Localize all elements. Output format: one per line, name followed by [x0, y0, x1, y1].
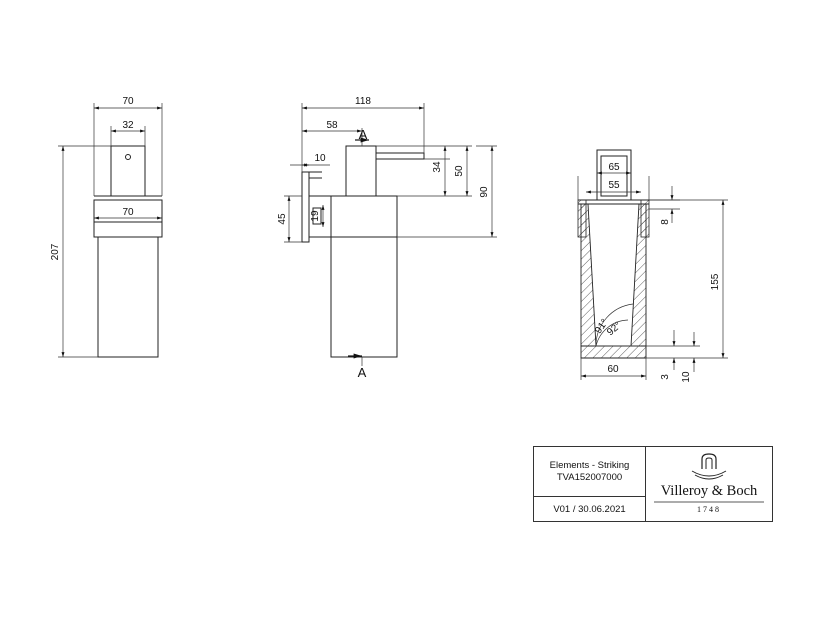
section-wall-left	[580, 203, 597, 347]
dim-section-rim: 8	[660, 219, 671, 225]
brand-block: Villeroy & Boch 1748	[646, 447, 772, 521]
dim-side-head-height: 50	[454, 165, 465, 177]
front-holder-band	[93, 199, 163, 238]
dim-side-bracket-height: 90	[479, 186, 490, 198]
dim-side-nozzle-height: 34	[432, 161, 443, 173]
dim-section-cap-outer: 65	[608, 162, 620, 173]
dim-side-length-total: 118	[355, 96, 371, 107]
section-wall-right	[630, 203, 647, 347]
side-fixing	[312, 207, 322, 225]
dim-side-plate-offset: 19	[310, 210, 321, 222]
front-head-block	[110, 145, 146, 197]
dim-front-width-head: 32	[122, 120, 134, 131]
section-cap	[596, 149, 632, 201]
side-wall-plate	[301, 171, 310, 243]
dim-section-bottom-a: 3	[660, 374, 671, 380]
dim-front-width-body: 70	[122, 207, 134, 218]
side-holder-band	[330, 195, 398, 238]
section-base	[580, 345, 647, 359]
dim-front-height-overall: 207	[50, 243, 61, 260]
front-screw-icon	[125, 154, 131, 160]
front-glass-body	[97, 237, 159, 358]
article-number: TVA152007000	[556, 471, 623, 483]
side-nozzle	[375, 152, 425, 160]
version-date: V01 / 30.06.2021	[553, 503, 626, 515]
title-block-product: Elements - Striking TVA152007000	[534, 447, 645, 497]
side-view: A A 118 58 10 45 19 34 50 90	[277, 96, 497, 380]
villeroy-boch-logo-icon	[654, 453, 764, 503]
brand-name: Villeroy & Boch	[660, 483, 758, 499]
title-block: Elements - Striking TVA152007000 V01 / 3…	[533, 446, 773, 522]
section-cap-inner	[600, 155, 628, 197]
brand-year: 1748	[697, 505, 721, 514]
dim-side-plate-height: 45	[277, 213, 288, 225]
dim-section-base-width: 60	[607, 364, 619, 375]
dim-section-height: 155	[710, 273, 721, 290]
product-name: Elements - Striking	[549, 459, 630, 471]
side-glass-body	[330, 237, 398, 358]
dim-side-wall-plate: 10	[314, 153, 326, 164]
dim-section-bottom-b: 10	[681, 371, 692, 383]
front-view: 70 32 70 207	[50, 96, 163, 358]
dim-front-width-overall: 70	[122, 96, 134, 107]
section-mark-top: A	[359, 127, 368, 142]
dim-section-cap-inner: 55	[608, 180, 620, 191]
section-mark-bottom: A	[358, 365, 367, 380]
title-block-info: Elements - Striking TVA152007000 V01 / 3…	[534, 447, 646, 521]
section-view: 91° 92° 65 55 8 155 60 3 10	[577, 149, 728, 383]
side-pump-head	[345, 145, 377, 197]
dim-side-length-axis: 58	[326, 120, 338, 131]
